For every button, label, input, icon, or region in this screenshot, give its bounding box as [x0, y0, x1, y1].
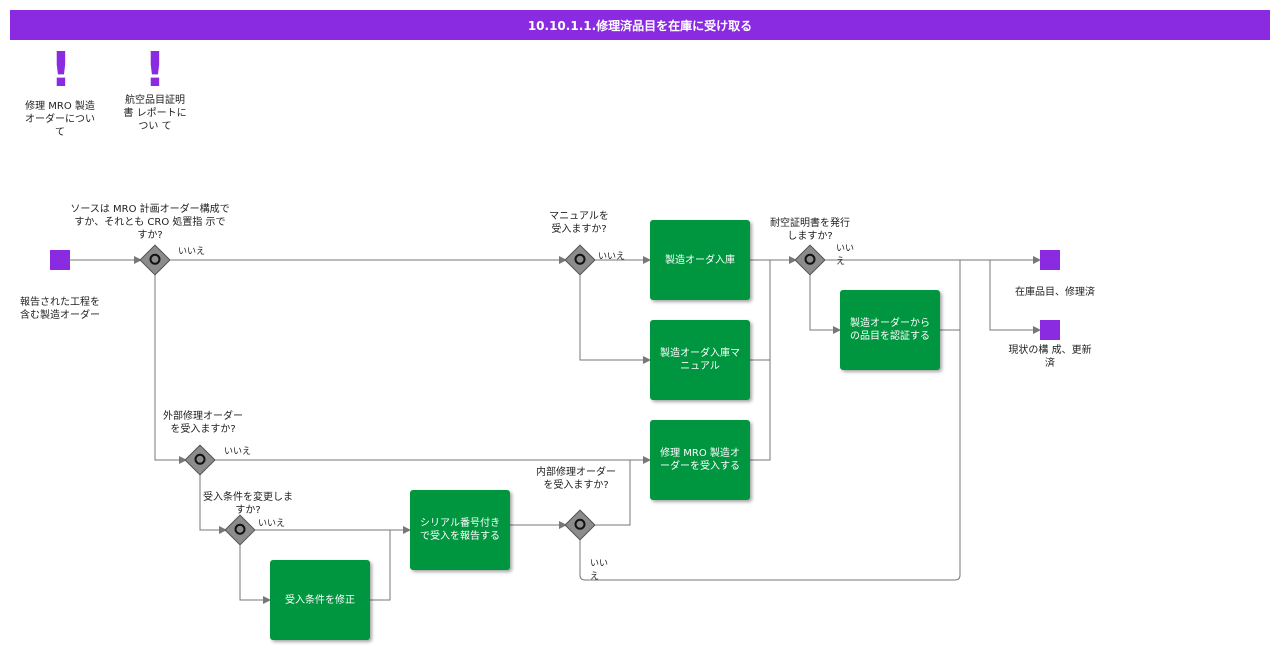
task-report-serial[interactable]: シリアル番号付きで受入を報告する	[410, 490, 510, 570]
flow-mro-merge	[750, 360, 771, 461]
task-certify[interactable]: 製造オーダーからの品目を認証する	[840, 290, 940, 370]
note-aviation-cert[interactable]: 航空品目証明書 レポートについ て	[123, 95, 187, 132]
flow-label-no: いいえ	[590, 559, 609, 582]
gateway-conditions-label: 受入条件を変更しますか?	[203, 492, 293, 516]
gateway-manual-label: マニュアルを受入ますか?	[549, 211, 609, 235]
task-prod-receipt[interactable]: 製造オーダ入庫	[650, 220, 750, 300]
flow-label-no: いいえ	[598, 252, 626, 262]
end-event-config-label: 現状の構 成、更新済	[1008, 345, 1092, 369]
flow-label-no: いいえ	[258, 519, 286, 529]
start-event[interactable]	[50, 250, 70, 270]
flow-cert-to-certify	[809, 274, 841, 334]
flow-external-to-conditions	[199, 474, 227, 534]
note-mro-repair[interactable]: 修理 MRO 製造オーダーについて	[25, 101, 95, 138]
start-event-label: 報告された工程を含む製造オーダー	[20, 297, 100, 321]
flow-modify-merge	[370, 530, 391, 601]
flow-to-end-config	[989, 260, 1041, 334]
end-event-config[interactable]	[1040, 320, 1060, 340]
flow-label-no: いいえ	[224, 447, 252, 457]
task-mro-receive[interactable]: 修理 MRO 製造オーダーを受入する	[650, 420, 750, 500]
gateway-external-label: 外部修理オーダーを受入ますか?	[163, 411, 243, 435]
end-event-stock[interactable]	[1040, 250, 1060, 270]
exclamation-icon: !	[50, 42, 72, 98]
flow-certify-merge	[940, 260, 961, 331]
end-event-stock-label: 在庫品目、修理済	[1015, 287, 1095, 298]
flow-conditions-to-modify	[239, 544, 271, 604]
diagram-title: 10.10.1.1.修理済品目を在庫に受け取る	[10, 10, 1270, 40]
exclamation-icon: !	[144, 42, 166, 98]
task-prod-receipt-manual[interactable]: 製造オーダ入庫マニュアル	[650, 320, 750, 400]
flow-internal-no	[579, 260, 961, 581]
gateway-cert-label: 耐空証明書を発行しますか?	[770, 218, 850, 242]
gateway-source-label: ソースは MRO 計画オーダー構成ですか、それとも CRO 処置指 示ですか?	[70, 204, 230, 241]
flow-label-no: いいえ	[178, 247, 206, 257]
flow-manual-to-receipt-manual	[579, 274, 651, 364]
flow-label-no: いいえ	[836, 244, 855, 267]
task-modify-conditions[interactable]: 受入条件を修正	[270, 560, 370, 640]
flow-source-to-external	[154, 274, 187, 464]
flow-internal-to-mro	[594, 460, 631, 526]
flow-receipt-manual-merge	[750, 260, 771, 361]
gateway-internal-label: 内部修理オーダーを受入ますか?	[536, 467, 616, 491]
